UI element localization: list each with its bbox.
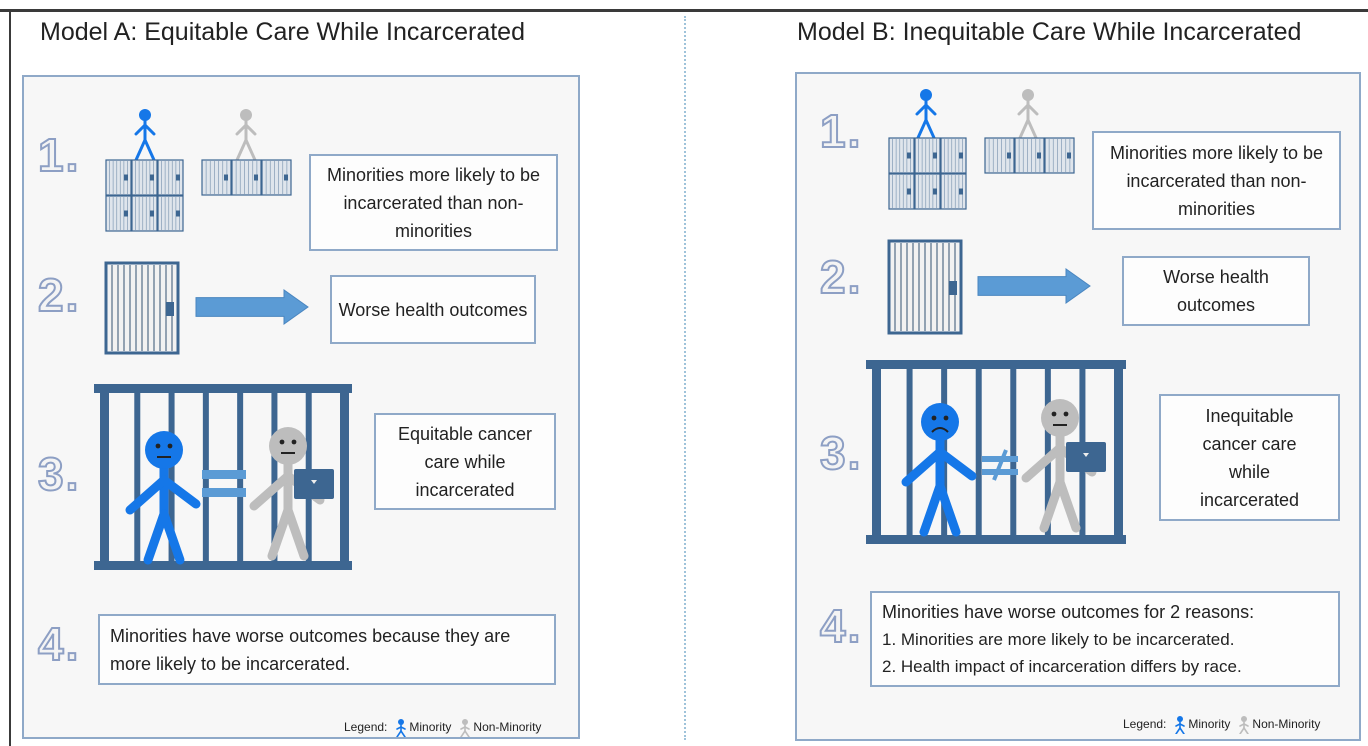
legend-minority-icon [396, 719, 407, 737]
model-b-step-1-illustration [888, 89, 1075, 210]
legend-label: Legend: [1123, 717, 1167, 731]
model-b-step-2-label: Worse health outcomes [1163, 267, 1269, 315]
model-b-step-1-label: Minorities more likely to be incarcerate… [1109, 142, 1324, 219]
non-minority-cell-block-icon [201, 159, 292, 196]
model-a-step-1-label: Minorities more likely to be incarcerate… [326, 164, 541, 241]
model-a-step-4-label: Minorities have worse outcomes because t… [110, 625, 511, 674]
minority-figure-icon [134, 109, 156, 162]
window-left-border [9, 9, 11, 746]
equal-sign-icon [202, 470, 246, 497]
model-b-step-2-illustration [887, 239, 1091, 335]
jail-door-icon [887, 239, 963, 335]
non-minority-prisoner-icon [249, 427, 325, 561]
legend-minority-label: Minority [1188, 717, 1231, 731]
legend-minority-icon [1175, 716, 1186, 734]
cell-lock-icon [1066, 442, 1106, 472]
legend-non-minority-label: Non-Minority [1252, 717, 1321, 731]
sad-face-icon [931, 415, 949, 433]
model-a-step-2-text: Worse health outcomes [330, 275, 536, 344]
non-minority-figure-icon [1017, 89, 1039, 142]
model-b-step-1-text: Minorities more likely to be incarcerate… [1092, 131, 1341, 230]
neutral-face-icon [155, 443, 173, 458]
model-b-reason-1: 1. Minorities are more likely to be inca… [882, 629, 1235, 649]
model-a-step-1-illustration [105, 109, 292, 232]
not-equal-sign-icon [982, 449, 1018, 481]
neutral-face-icon [279, 439, 297, 454]
non-minority-figure-icon [235, 109, 257, 162]
model-a-step-1-text: Minorities more likely to be incarcerate… [309, 154, 558, 251]
minority-cell-block-icon [888, 137, 967, 210]
legend-non-minority-icon [460, 719, 471, 737]
model-b-step-3-illustration [866, 360, 1126, 544]
model-b-step-4-label: Minorities have worse outcomes for 2 rea… [882, 601, 1255, 622]
model-b-title: Model B: Inequitable Care While Incarcer… [797, 18, 1302, 46]
model-a-step-3-text: Equitable cancer care while incarcerated [374, 413, 556, 510]
minority-figure-icon [915, 89, 937, 142]
minority-cell-block-icon [105, 159, 184, 232]
model-a-legend: Legend: Minority Non-Minority [344, 717, 541, 737]
minority-prisoner-icon [901, 403, 977, 537]
model-b-step-3-number: 3. [819, 426, 863, 480]
model-a-step-3-illustration [94, 384, 352, 570]
legend-non-minority-label: Non-Minority [473, 720, 542, 734]
model-b-step-3-label: Inequitable cancer care while incarcerat… [1199, 405, 1300, 510]
model-b-step-4-number: 4. [819, 599, 863, 653]
non-minority-cell-block-icon [984, 137, 1075, 174]
model-b-step-1-number: 1. [819, 104, 863, 158]
model-a-step-4-text: Minorities have worse outcomes because t… [98, 614, 556, 685]
model-b-legend: Legend: Minority Non-Minority [1123, 714, 1320, 734]
model-a-step-2-label: Worse health outcomes [338, 299, 528, 320]
model-b-reason-2: 2. Health impact of incarceration differ… [882, 656, 1242, 676]
model-b-step-4-text: Minorities have worse outcomes for 2 rea… [870, 591, 1340, 687]
model-a-title: Model A: Equitable Care While Incarcerat… [40, 18, 525, 46]
cell-lock-icon [294, 469, 334, 499]
model-a-step-4-number: 4. [37, 617, 81, 671]
neutral-face-icon [1051, 411, 1069, 426]
right-arrow-icon [195, 289, 309, 325]
legend-label: Legend: [344, 720, 388, 734]
window-top-border [0, 9, 1368, 12]
model-b-step-3-text: Inequitable cancer care while incarcerat… [1159, 394, 1340, 521]
model-a-step-3-label: Equitable cancer care while incarcerated [397, 423, 533, 500]
model-a-step-2-number: 2. [37, 268, 81, 322]
jail-door-icon [104, 261, 180, 355]
right-arrow-icon [977, 268, 1091, 304]
legend-minority-label: Minority [409, 720, 452, 734]
model-a-step-1-number: 1. [37, 128, 81, 182]
minority-prisoner-icon [125, 431, 201, 565]
model-divider [684, 16, 686, 740]
model-b-step-2-number: 2. [819, 250, 863, 304]
model-a-step-2-illustration [104, 261, 309, 355]
legend-non-minority-icon [1239, 716, 1250, 734]
model-b-step-2-text: Worse health outcomes [1122, 256, 1310, 326]
model-a-step-3-number: 3. [37, 447, 81, 501]
